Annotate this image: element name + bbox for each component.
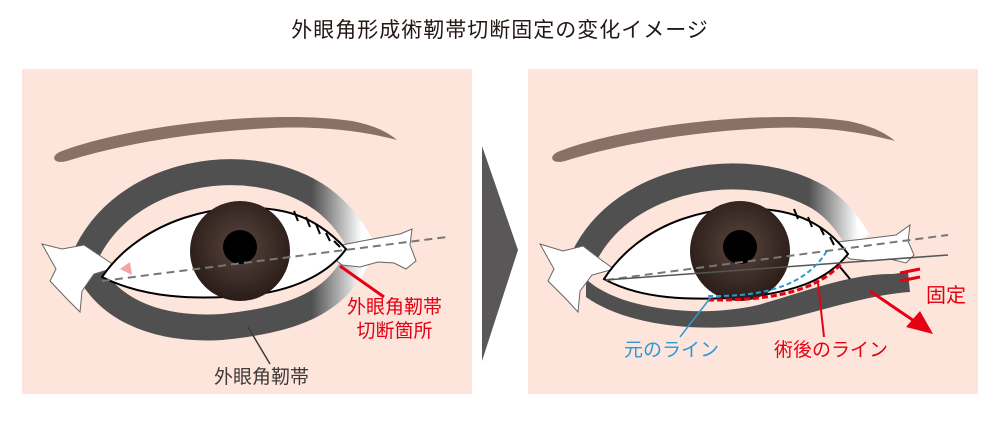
cut-site-label-line2: 切断箇所 [356, 320, 433, 342]
canthal-axis-line [101, 236, 448, 282]
ligament-pointer [247, 326, 271, 365]
upper-orbital-ligament [571, 163, 870, 266]
original-line-label: 元のライン [624, 339, 720, 361]
post-op-axis-line [605, 254, 949, 281]
fixation-marks-icon [899, 267, 921, 283]
eye-illustration-before [40, 116, 448, 365]
ligament-label: 外眼角靭帯 [214, 366, 310, 388]
lower-orbital-ligament [586, 272, 910, 328]
pupil [723, 230, 757, 264]
panel-before: 外眼角靭帯 切断箇所 外眼角靭帯 [22, 69, 472, 394]
eyelash-hatches [793, 208, 851, 280]
pupil [223, 230, 257, 264]
transition-arrow-icon [482, 146, 518, 361]
post-op-lid-line [707, 261, 844, 302]
original-line-pointer [679, 296, 712, 338]
eyebrow [54, 116, 397, 162]
cut-site-label: 外眼角靭帯 切断箇所 [347, 295, 442, 343]
cut-site-label-line1: 外眼角靭帯 [347, 296, 443, 318]
panel-after: 固定 元のライン 術後のライン [528, 69, 978, 394]
fixation-label: 固定 [926, 283, 966, 307]
eyelash-hatches [293, 210, 341, 248]
cut-site-pointer [339, 264, 385, 299]
original-axis-line [605, 234, 949, 281]
eye-illustration-after [538, 116, 949, 338]
medial-canthal-tendon [538, 243, 616, 314]
post-op-line-label: 術後のライン [774, 339, 889, 361]
eyebrow [552, 116, 895, 162]
caruncle [120, 262, 132, 275]
post-op-line-pointer [817, 282, 825, 338]
lateral-canthal-tendon [826, 223, 915, 264]
diagram-title: 外眼角形成術靭帯切断固定の変化イメージ [291, 18, 709, 42]
medial-canthal-tendon [40, 243, 119, 314]
lateral-canthal-tendon [320, 228, 417, 270]
original-lid-line [707, 248, 829, 298]
pull-direction-arrow-icon [906, 311, 933, 334]
